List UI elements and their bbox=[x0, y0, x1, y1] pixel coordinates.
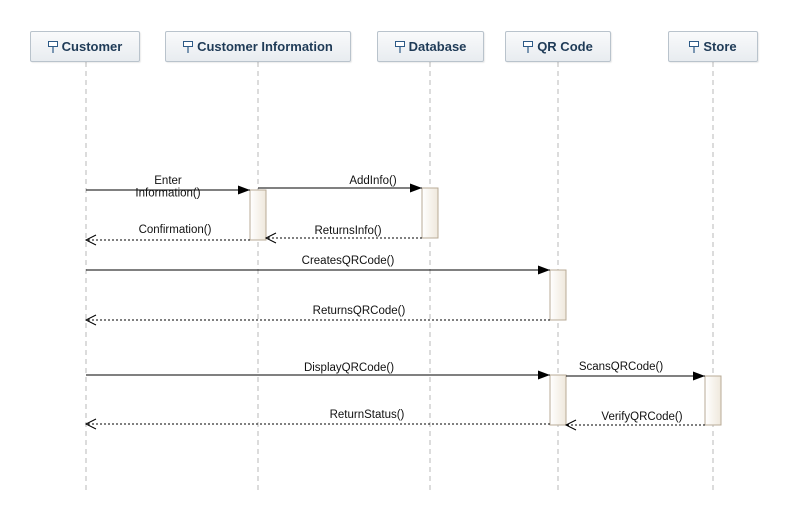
message-9[interactable]: VerifyQRCode() bbox=[564, 411, 705, 431]
message-4[interactable]: Confirmation() bbox=[84, 224, 250, 246]
arrowhead-open bbox=[84, 314, 97, 326]
arrowhead-open bbox=[564, 419, 577, 431]
message-label: Confirmation() bbox=[139, 224, 212, 236]
lifeline-icon bbox=[47, 40, 58, 53]
arrowhead-filled bbox=[538, 370, 550, 380]
message-label: DisplayQRCode() bbox=[304, 362, 394, 374]
lifeline-label: QR Code bbox=[537, 39, 593, 54]
arrowhead-filled bbox=[693, 371, 705, 381]
message-8[interactable]: ScansQRCode() bbox=[566, 361, 705, 381]
activation-bar-database bbox=[421, 187, 439, 239]
message-label: ScansQRCode() bbox=[579, 361, 664, 373]
lifeline-icon bbox=[394, 40, 405, 53]
arrowhead-open bbox=[84, 418, 97, 430]
activation-bar-qr-code bbox=[549, 269, 567, 321]
message-5[interactable]: CreatesQRCode() bbox=[86, 255, 550, 275]
lifeline-header-customer[interactable]: Customer bbox=[30, 31, 140, 62]
message-10[interactable]: ReturnStatus() bbox=[84, 409, 550, 430]
lifeline-label: Store bbox=[703, 39, 737, 54]
lifeline-header-database[interactable]: Database bbox=[377, 31, 484, 62]
lifeline-header-qr-code[interactable]: QR Code bbox=[505, 31, 611, 62]
message-label: ReturnStatus() bbox=[330, 409, 405, 421]
arrowhead-filled bbox=[238, 185, 250, 195]
lifeline-icon bbox=[523, 40, 534, 53]
message-label: ReturnsQRCode() bbox=[313, 305, 406, 317]
lifeline-header-store[interactable]: Store bbox=[668, 31, 758, 62]
arrowhead-open bbox=[84, 234, 97, 246]
message-label: CreatesQRCode() bbox=[302, 255, 395, 267]
activation-bar-qr-code bbox=[549, 374, 567, 426]
lifeline-header-customer-information[interactable]: Customer Information bbox=[165, 31, 351, 62]
message-3[interactable]: ReturnsInfo() bbox=[264, 225, 422, 244]
lifeline-label: Customer bbox=[61, 39, 123, 54]
lifeline-label: Customer Information bbox=[197, 39, 333, 54]
activation-bar-customer-information bbox=[249, 189, 267, 241]
lifeline-icon bbox=[183, 40, 194, 53]
lifeline-icon bbox=[689, 40, 700, 53]
activation-bar-store bbox=[704, 375, 722, 426]
message-label: AddInfo() bbox=[349, 175, 396, 187]
message-7[interactable]: DisplayQRCode() bbox=[86, 362, 550, 380]
arrowhead-filled bbox=[410, 183, 422, 193]
message-2[interactable]: AddInfo() bbox=[258, 175, 422, 193]
arrowhead-open bbox=[264, 232, 277, 244]
arrowhead-filled bbox=[538, 265, 550, 275]
lifeline-label: Database bbox=[408, 39, 467, 54]
message-label: ReturnsInfo() bbox=[314, 225, 381, 237]
message-6[interactable]: ReturnsQRCode() bbox=[84, 305, 550, 326]
message-label: VerifyQRCode() bbox=[601, 411, 682, 423]
